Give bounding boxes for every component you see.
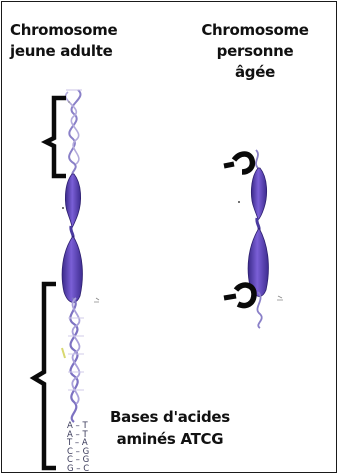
young-lower-telomere-dna-helix-icon: [62, 298, 99, 422]
old-upper-telomere-dna-helix-icon: [256, 150, 258, 168]
elderly-chromosome-icon: [238, 150, 283, 328]
base-pairs-list: A – T A – T T – A C – G C – G G – C: [67, 422, 89, 474]
old-upper-telomere-bracket-icon: [224, 154, 252, 172]
base-pair: G – C: [67, 465, 89, 474]
bases-label-line-1: Bases d'acides: [110, 406, 230, 428]
young-chromosome-icon: [62, 90, 99, 422]
young-upper-telomere-bracket-icon: [46, 98, 66, 176]
bases-label-line-2: aminés ATCG: [110, 428, 230, 450]
bases-label: Bases d'acides aminés ATCG: [110, 406, 230, 450]
old-upper-arm-icon: [251, 168, 266, 220]
diagram-frame: Chromosome jeune adulte Chromosome perso…: [1, 1, 337, 473]
young-lower-arm-icon: [62, 236, 82, 302]
young-lower-telomere-bracket-icon: [34, 284, 56, 468]
young-upper-arm-icon: [65, 174, 80, 228]
old-lower-telomere-dna-helix-icon: [257, 292, 261, 328]
chromosome-illustration: [2, 2, 338, 474]
young-upper-telomere-dna-helix-icon: [66, 90, 82, 176]
old-lower-telomere-bracket-icon: [224, 285, 254, 305]
